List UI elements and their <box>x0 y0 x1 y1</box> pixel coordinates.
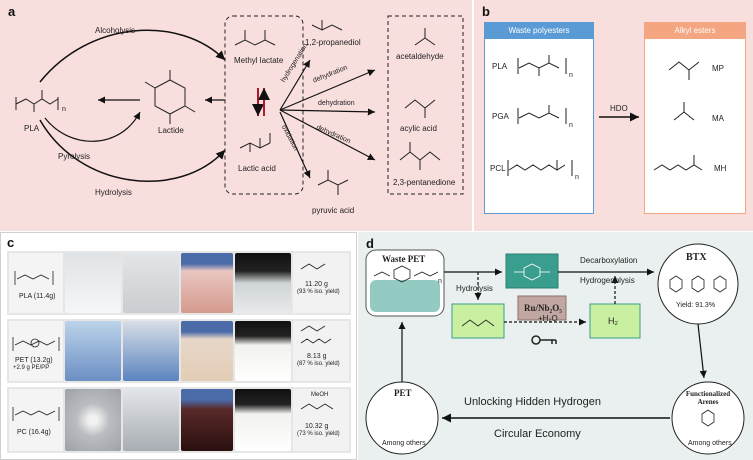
alkyl-esters-box: Alkyl esters <box>644 22 746 214</box>
photo-pla-pieces <box>123 253 179 313</box>
mh-label: MH <box>714 164 727 173</box>
plus-h2o-label: +H₂O <box>538 314 558 323</box>
hydrolysis-arrow <box>39 119 226 182</box>
lactic-acid-label: Lactic acid <box>238 164 276 173</box>
decarboxylation-label: Decarboxylation <box>580 256 638 265</box>
methyl-lactate-label: Methyl lactate <box>234 56 284 65</box>
pyrolysis-arrow <box>44 111 141 142</box>
pc-c-label: PC (16.4g) <box>17 429 51 436</box>
dehydration-label-2: dehydration <box>318 100 355 107</box>
pc-product-cell <box>293 389 349 451</box>
pyrolysis-label: Pyrolysis <box>58 152 91 161</box>
hydrolysis-label: Hydrolysis <box>95 188 132 197</box>
pla-b-n: n <box>569 72 573 79</box>
panel-c: c PLA (11.4g) PE <box>0 232 357 460</box>
panel-c-structures <box>12 263 334 421</box>
pla-structure-cell <box>9 253 63 313</box>
panel-b: b Waste polyesters Alkyl esters <box>474 0 753 231</box>
panel-d-label: d <box>366 236 374 251</box>
lactide-structure <box>144 70 196 124</box>
pentanedione-label: 2,3-pentanedione <box>393 178 456 187</box>
photo-pet-pieces <box>123 321 179 381</box>
pla-structure <box>15 90 59 112</box>
pet-product-cell <box>293 321 349 381</box>
ethylene-glycol-box <box>451 303 505 339</box>
pet-structure-cell <box>9 321 63 381</box>
catalyst-box <box>517 295 567 321</box>
acylic-acid-label: acylic acid <box>400 124 437 133</box>
intermediate-box <box>224 15 304 195</box>
pla-c-label: PLA (11.4g) <box>19 293 56 300</box>
pcl-n: n <box>575 174 579 181</box>
acetaldehyde-label: acetaldehyde <box>396 52 444 61</box>
btx-label: BTX <box>686 252 707 263</box>
h2-label: H₂ <box>608 316 618 326</box>
products-box <box>387 15 464 195</box>
photo-pet-jar <box>235 321 291 381</box>
pla-product-cell <box>293 253 349 313</box>
waste-polyesters-header: Waste polyesters <box>485 23 593 39</box>
panel-b-label: b <box>482 4 490 19</box>
pet-among-others: Among others <box>382 440 426 447</box>
pc-structure-cell <box>9 389 63 451</box>
alcoholysis-label: Alcoholysis <box>95 26 136 35</box>
circular-economy-label: Circular Economy <box>494 428 581 440</box>
photo-pla-jar <box>235 253 291 313</box>
btx-yield: Yield: 91.3% <box>676 302 716 309</box>
key-icon <box>531 335 557 345</box>
panel-b-scheme <box>507 55 703 176</box>
pet-c-label: PET (13.2g) <box>15 357 53 364</box>
pet-product-yield: (87 % iso. yield) <box>297 361 340 367</box>
lactide-label: Lactide <box>158 126 184 135</box>
pcl-label: PCL <box>490 164 506 173</box>
photo-pet-bottle <box>65 321 121 381</box>
photo-pla-bottle <box>181 253 233 313</box>
pla-label: PLA <box>24 124 40 133</box>
pc-meoh-label: MeOH <box>311 392 329 398</box>
alkyl-esters-header: Alkyl esters <box>645 23 745 39</box>
pla-n: n <box>62 106 66 113</box>
catalyst-label: Ru/Nb₂O₅ <box>524 303 562 313</box>
pga-label: PGA <box>492 112 509 121</box>
photo-pc-bottle <box>181 389 233 451</box>
pla-product-mass: 11.20 g <box>305 281 328 288</box>
propanediol-label: 1,2-propanediol <box>305 38 361 47</box>
panel-a: a <box>0 0 472 231</box>
equilibrium-arrows <box>252 88 270 116</box>
photo-pc-disc <box>65 389 121 451</box>
alcoholysis-arrow <box>39 29 226 83</box>
arenes-circle <box>671 381 745 455</box>
panel-a-scheme <box>15 15 464 195</box>
functionalized-arenes-label: Functionalized Arenes <box>685 390 731 406</box>
pet-extra-label: +2.9 g PE/PP <box>13 365 50 371</box>
pla-b-label: PLA <box>492 62 508 71</box>
unlocking-label: Unlocking Hidden Hydrogen <box>464 396 601 408</box>
hydrogenolysis-label: Hydrogenolysis <box>580 276 635 285</box>
pga-n: n <box>569 122 573 129</box>
mp-label: MP <box>712 64 724 73</box>
pyruvic-acid-label: pyruvic acid <box>312 206 355 215</box>
photo-pc-jar <box>235 389 291 451</box>
pet-product-mass: 8.13 g <box>307 353 327 360</box>
terephthalic-acid-box <box>505 253 559 289</box>
ma-label: MA <box>712 114 724 123</box>
panel-a-label: a <box>8 4 16 19</box>
waste-pet-label: Waste PET <box>382 254 426 264</box>
waste-pet-n: n <box>438 278 442 285</box>
panel-c-label: c <box>7 235 15 250</box>
pla-product-yield: (93 % iso. yield) <box>297 289 340 295</box>
panel-d: d <box>358 232 753 460</box>
hydrolysis-d-label: Hydrolysis <box>456 284 493 293</box>
panel-d-scheme <box>365 243 745 455</box>
photo-pet-bottle-2 <box>181 321 233 381</box>
hdo-label: HDO <box>610 104 628 113</box>
arenes-among-others: Among others <box>688 440 732 447</box>
pet-label: PET <box>394 388 412 398</box>
photo-pla-cup <box>65 253 121 313</box>
photo-pc-pieces <box>123 389 179 451</box>
pc-product-mass: 10.32 g <box>305 423 329 430</box>
pc-product-yield: (73 % iso. yield) <box>297 431 340 437</box>
